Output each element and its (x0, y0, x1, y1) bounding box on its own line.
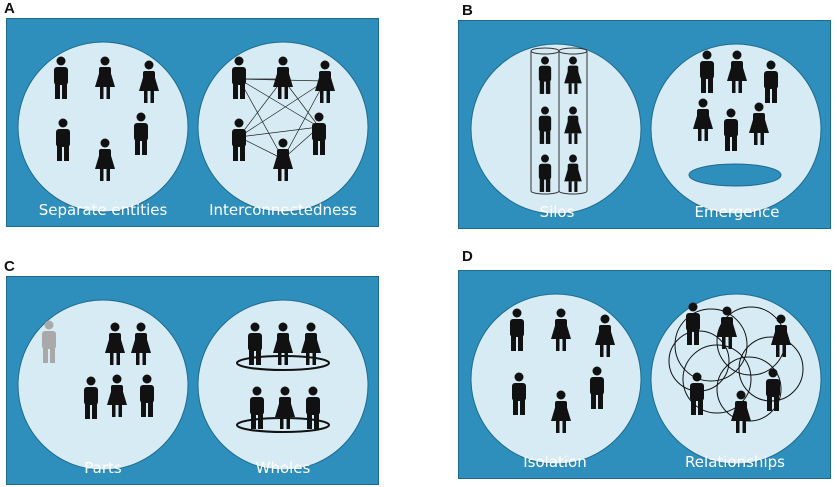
panel-b-graphic (470, 43, 822, 215)
panel-c-letter: C (4, 258, 15, 275)
label-separate-entities: Separate entities (38, 201, 168, 219)
silo-cylinders (530, 47, 588, 195)
panel-b-letter: B (462, 2, 473, 19)
label-isolation: Isolation (523, 453, 587, 471)
panel-a-graphic (17, 41, 369, 213)
label-emergence: Emergence (694, 203, 780, 221)
circle-silos (470, 43, 642, 215)
panel-a-letter: A (4, 0, 15, 17)
emergence-blob (688, 163, 782, 187)
panel-d-letter: D (462, 248, 473, 265)
panel-d-graphic (470, 293, 822, 465)
panel-d: Isolation Relationships (458, 270, 831, 479)
panel-c: Parts Wholes (6, 276, 379, 485)
label-parts: Parts (84, 459, 122, 477)
label-silos: Silos (539, 203, 575, 221)
label-interconnectedness: Interconnectedness (209, 201, 357, 219)
panel-c-graphic (17, 299, 369, 471)
label-wholes: Wholes (255, 459, 311, 477)
whole-ring-top (236, 355, 330, 371)
label-relationships: Relationships (685, 453, 785, 471)
circle-parts (17, 299, 189, 471)
panel-a: Separate entities Interconnectedness (6, 18, 379, 227)
panel-b: Silos Emergence (458, 20, 831, 229)
